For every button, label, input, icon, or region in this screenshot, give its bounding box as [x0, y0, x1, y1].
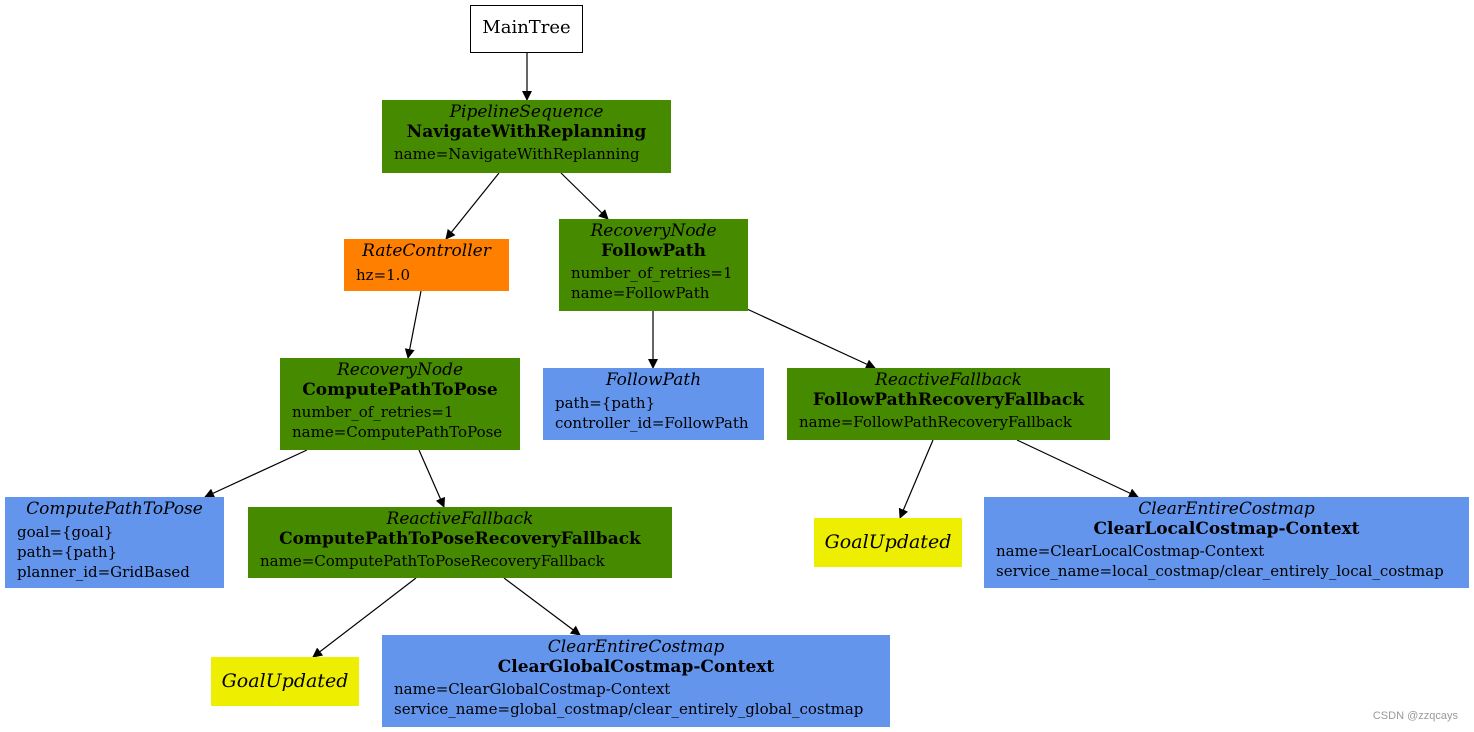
node-type: GoalUpdated [824, 531, 952, 553]
node-type: RecoveryNode [590, 221, 717, 241]
node-title: ClearGlobalCostmap-Context [497, 657, 775, 677]
edge-recovery-follow-fallback [746, 308, 876, 369]
node-goal-updated-left[interactable]: GoalUpdated [211, 657, 359, 706]
node-attr: name=NavigateWithReplanning [394, 145, 640, 163]
node-type: ComputePathToPose [26, 499, 203, 519]
node-main-tree-label: MainTree [482, 17, 571, 38]
node-compute-path-action[interactable]: ComputePathToPose goal={goal} path={path… [5, 497, 224, 588]
node-type: GoalUpdated [221, 670, 349, 692]
edge-rate-recovery-compute [404, 290, 422, 359]
node-title: FollowPath [601, 241, 706, 261]
node-title: ComputePathToPose [302, 380, 498, 400]
node-compute-path-recovery-fallback[interactable]: ReactiveFallback ComputePathToPoseRecove… [248, 507, 672, 578]
node-recovery-compute-path[interactable]: RecoveryNode ComputePathToPose number_of… [280, 358, 520, 450]
node-clear-global-costmap[interactable]: ClearEntireCostmap ClearGlobalCostmap-Co… [382, 635, 890, 727]
node-rate-controller[interactable]: RateController hz=1.0 [344, 239, 509, 291]
node-attr: name=FollowPath [571, 284, 710, 302]
edge-navigate-rate [445, 172, 500, 240]
node-title: ComputePathToPoseRecoveryFallback [279, 529, 641, 549]
node-type: ClearEntireCostmap [1138, 499, 1315, 519]
node-attr: controller_id=FollowPath [555, 414, 749, 432]
node-attr: name=ComputePathToPoseRecoveryFallback [260, 552, 605, 570]
node-attr: service_name=global_costmap/clear_entire… [394, 700, 864, 718]
node-type: FollowPath [605, 370, 702, 390]
node-attr: hz=1.0 [356, 266, 410, 284]
node-attr: number_of_retries=1 [292, 403, 454, 421]
edge-fallback-follow-clearlocal [1016, 439, 1139, 498]
node-title: NavigateWithReplanning [406, 122, 647, 142]
node-follow-path-recovery-fallback[interactable]: ReactiveFallback FollowPathRecoveryFallb… [787, 368, 1110, 440]
node-follow-path-action[interactable]: FollowPath path={path} controller_id=Fol… [543, 368, 764, 440]
node-attr: planner_id=GridBased [17, 563, 190, 581]
node-type: ReactiveFallback [875, 370, 1022, 390]
node-attr: name=ComputePathToPose [292, 423, 503, 441]
edge-navigate-recovery-follow [560, 172, 609, 220]
node-goal-updated-right[interactable]: GoalUpdated [814, 518, 962, 567]
watermark: CSDN @zzqcays [1372, 710, 1458, 722]
node-attr: number_of_retries=1 [571, 264, 733, 282]
node-attr: path={path} [17, 543, 118, 561]
node-type: PipelineSequence [449, 102, 604, 122]
edge-fallback-follow-goalupdated [898, 439, 934, 519]
node-main-tree[interactable]: MainTree [470, 5, 583, 53]
node-type: RecoveryNode [336, 360, 464, 380]
node-title: ClearLocalCostmap-Context [1093, 519, 1360, 539]
node-type: ReactiveFallback [386, 509, 534, 529]
edge-fallback-compute-goalupdated [312, 577, 417, 658]
node-recovery-follow-path[interactable]: RecoveryNode FollowPath number_of_retrie… [559, 219, 748, 311]
node-type: ClearEntireCostmap [547, 637, 725, 657]
node-navigate-with-replanning[interactable]: PipelineSequence NavigateWithReplanning … [382, 100, 671, 173]
node-attr: path={path} [555, 394, 656, 412]
edge-fallback-compute-clearglobal [503, 577, 581, 636]
edge-recovery-compute-fallback [418, 449, 445, 508]
node-clear-local-costmap[interactable]: ClearEntireCostmap ClearLocalCostmap-Con… [984, 497, 1469, 588]
node-attr: service_name=local_costmap/clear_entirel… [996, 562, 1444, 580]
node-attr: name=FollowPathRecoveryFallback [799, 413, 1072, 431]
edge-recovery-compute-computepath [204, 449, 308, 498]
node-title: FollowPathRecoveryFallback [812, 390, 1085, 410]
node-attr: name=ClearGlobalCostmap-Context [394, 680, 671, 698]
node-type: RateController [362, 241, 491, 261]
node-attr: goal={goal} [17, 523, 114, 541]
node-attr: name=ClearLocalCostmap-Context [996, 542, 1265, 560]
